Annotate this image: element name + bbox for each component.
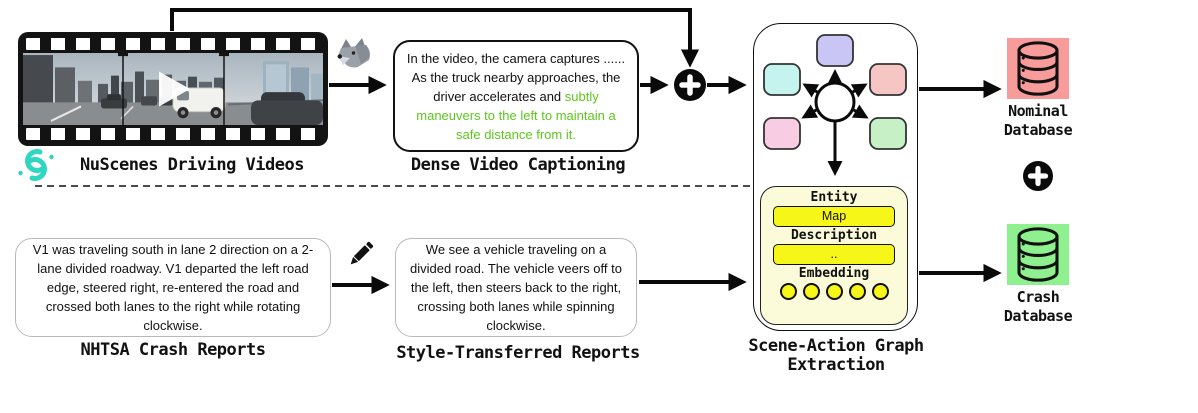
graph-hub-node (814, 81, 856, 123)
pencil-icon (350, 241, 374, 265)
white-suv (172, 87, 226, 119)
nhtsa-reports-label: NHTSA Crash Reports (80, 340, 266, 360)
nominal-database-label: Nominal Database (1003, 102, 1073, 139)
merge-plus-icon (1023, 161, 1053, 191)
graph-node-lavender (816, 34, 854, 67)
dark-car (251, 92, 323, 125)
video-to-fusion-arrow (170, 8, 700, 68)
embedding-dot (825, 283, 843, 300)
wolf-icon (337, 38, 370, 68)
entity-label: Entity (810, 190, 858, 205)
embedding-dot (848, 283, 866, 300)
graph-node-salmon (869, 63, 907, 96)
caption-highlight-text: subtly maneuvers to the left to maintain… (416, 88, 616, 142)
scene-action-graph-box: Entity Map Description .. Embedding (753, 23, 918, 331)
graph-extraction-label: Scene-Action Graph Extraction (748, 336, 924, 375)
crash-database-icon (1007, 224, 1069, 285)
embedding-dots (761, 283, 907, 300)
embedding-dot (802, 283, 820, 300)
play-icon (159, 71, 190, 107)
style-transferred-text: We see a vehicle traveling on a divided … (410, 242, 622, 333)
embedding-label: Embedding (798, 266, 870, 281)
caption-text: In the video, the camera captures ......… (406, 50, 626, 142)
film-strip (18, 32, 328, 146)
caption-box: In the video, the camera captures ......… (393, 40, 639, 152)
nhtsa-report-box: V1 was traveling south in lane 2 directi… (15, 238, 331, 337)
graph-node-pink (763, 117, 801, 150)
description-field: .. (773, 244, 895, 265)
entity-panel: Entity Map Description .. Embedding (760, 186, 908, 325)
nhtsa-report-text: V1 was traveling south in lane 2 directi… (32, 242, 314, 333)
crash-database-label: Crash Database (1003, 288, 1073, 325)
style-transferred-box: We see a vehicle traveling on a divided … (395, 238, 637, 337)
style-transferred-label: Style-Transferred Reports (396, 343, 640, 363)
film-sprockets-bottom (26, 128, 320, 140)
driving-video-thumbnail (23, 53, 323, 125)
caption-label: Dense Video Captioning (410, 155, 626, 175)
nuscenes-videos-label: NuScenes Driving Videos (80, 155, 304, 175)
graph-nodes-diagram (763, 34, 907, 176)
graph-node-green (869, 117, 907, 150)
graph-node-cyan (763, 63, 801, 96)
nuscenes-logo-icon (18, 149, 54, 181)
entity-map-field: Map (773, 206, 895, 227)
plus-icon (674, 69, 706, 101)
embedding-dot (871, 283, 889, 300)
description-label: Description (790, 228, 878, 243)
film-sprockets-top (26, 38, 320, 50)
nominal-database-icon (1007, 38, 1069, 99)
embedding-dot (779, 283, 797, 300)
